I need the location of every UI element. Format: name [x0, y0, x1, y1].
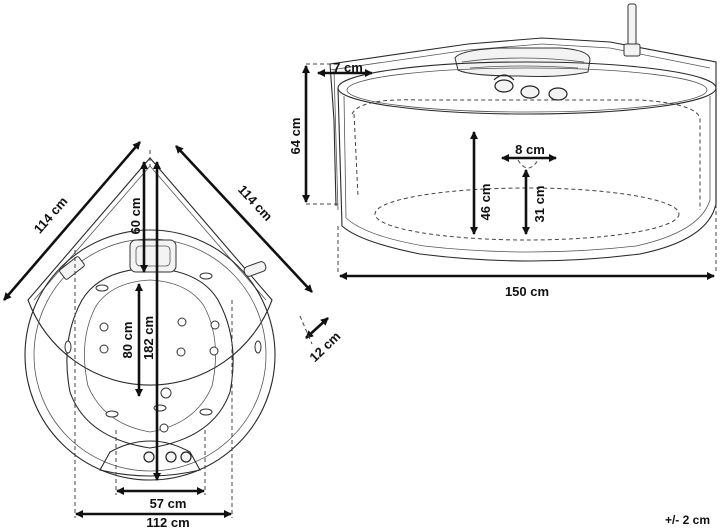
label-front-width: 57 cm [150, 496, 187, 511]
rim-taps [493, 74, 568, 101]
label-depth-corner: 60 cm [128, 198, 143, 235]
faucet-icon [623, 3, 641, 57]
tub-rim [337, 61, 717, 115]
tub-inner-rim [33, 238, 267, 472]
label-width: 150 cm [505, 284, 549, 299]
headrest-pillow [129, 239, 177, 273]
back-panel [329, 37, 717, 204]
label-inner-depth: 46 cm [478, 184, 493, 221]
label-height: 64 cm [288, 118, 303, 155]
label-total-depth: 182 cm [141, 316, 156, 360]
dim-edge-left [3, 141, 141, 301]
side-view: 7 cm 64 cm 46 cm 8 cm 31 cm 150 cm [288, 3, 717, 299]
label-rim-thickness: 7 cm [333, 60, 363, 75]
label-jet-height: 31 cm [532, 186, 547, 223]
tub-outer-rim [24, 229, 276, 481]
top-view: 114 cm 114 cm 60 cm 80 cm 182 cm 12 cm 5… [3, 141, 343, 529]
label-overall-width: 112 cm [146, 515, 189, 529]
label-jet-spacing: 8 cm [515, 142, 545, 157]
faucet-icon [243, 261, 267, 277]
corner-shell [27, 157, 273, 386]
front-seat [99, 440, 201, 477]
front-taps [143, 451, 192, 463]
label-seat-length: 80 cm [120, 322, 135, 359]
dim-edge-right [175, 145, 313, 293]
dim-rim-width [305, 317, 329, 339]
tolerance-note: +/- 2 cm [665, 513, 710, 527]
inner-basin [351, 99, 701, 210]
tub-body [337, 87, 717, 262]
jets [64, 272, 262, 433]
jet-marker [517, 159, 539, 169]
